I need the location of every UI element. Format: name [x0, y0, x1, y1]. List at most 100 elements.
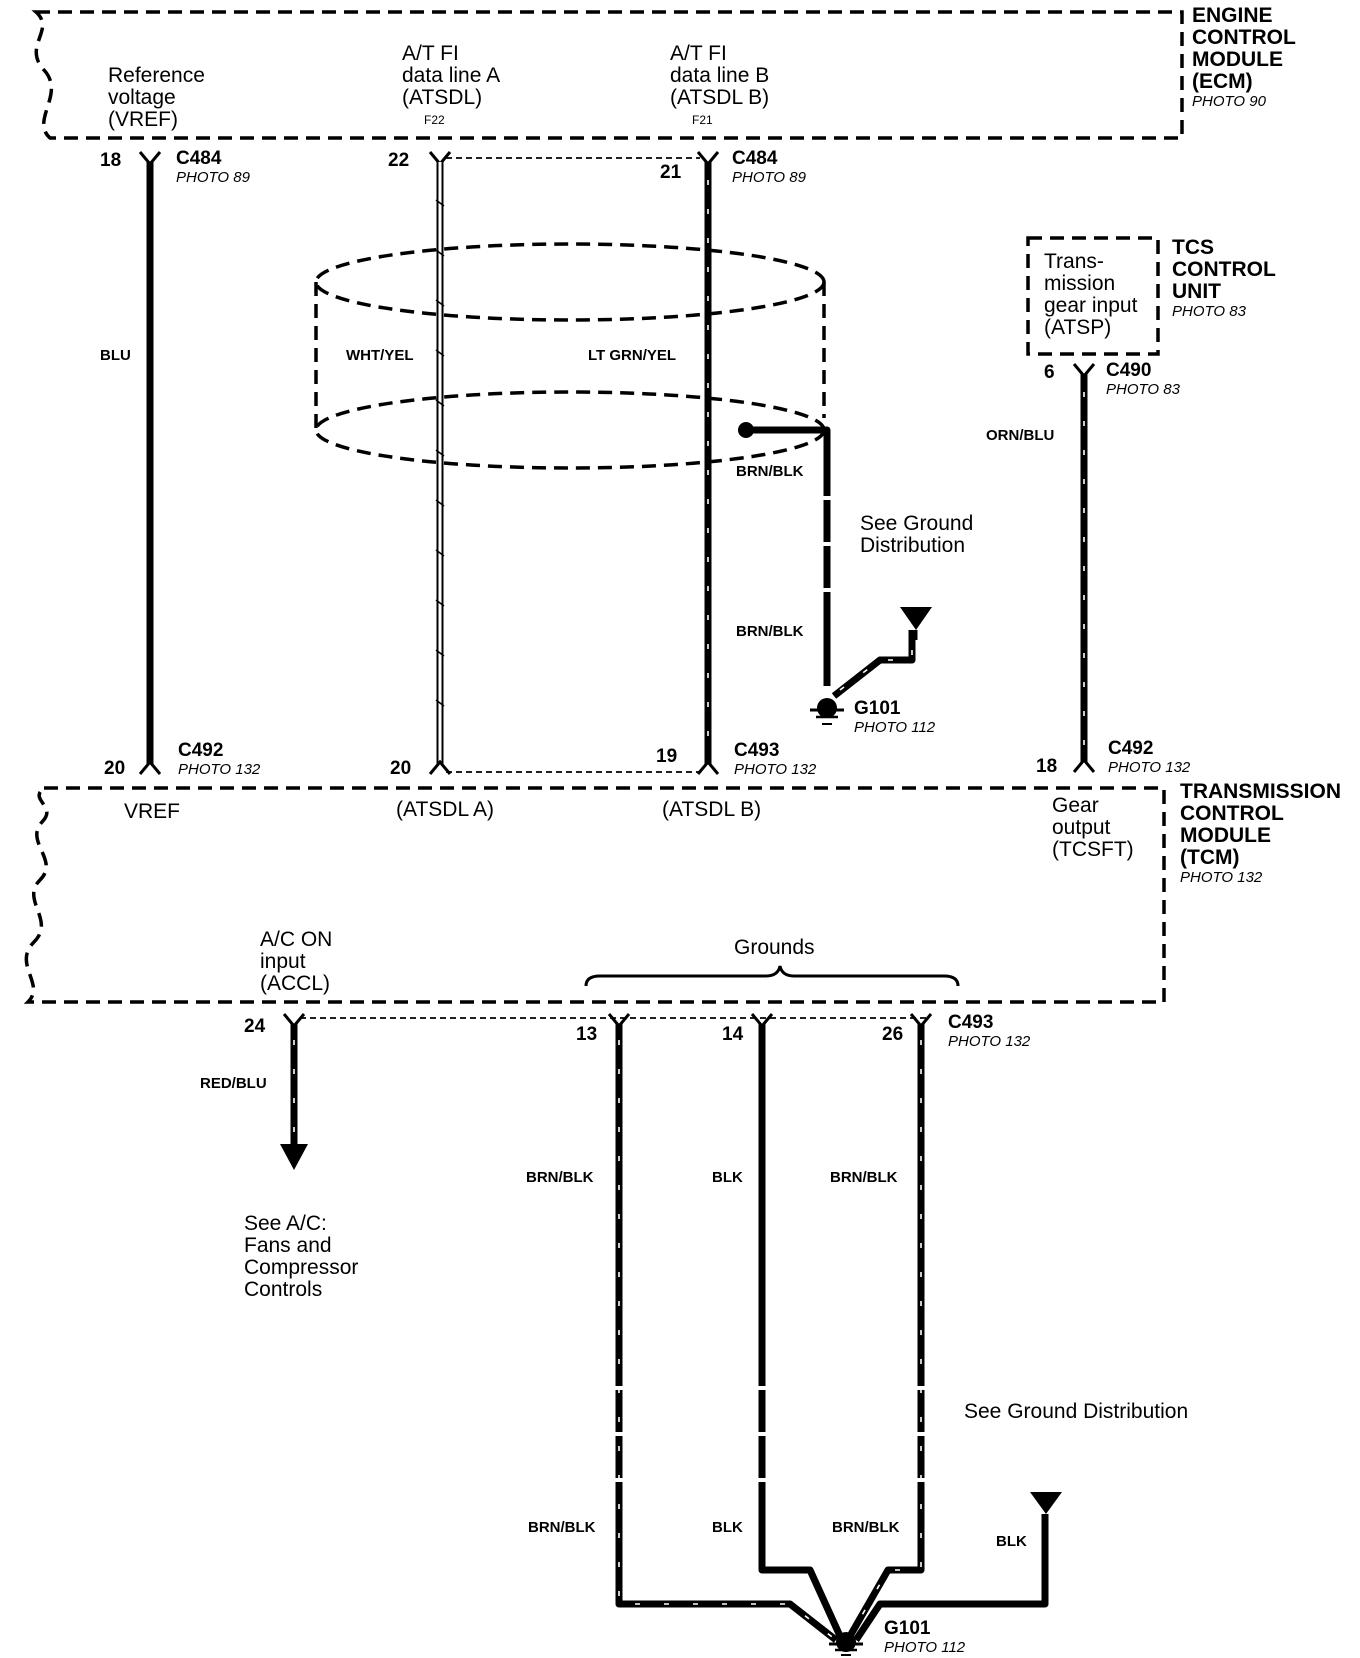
ecm-title-line: CONTROL: [1192, 26, 1296, 49]
wire-gear-orn-blu: 6 C490 PHOTO 83 ORN/BLU: [986, 360, 1181, 773]
terminal: [1072, 757, 1096, 773]
ecm-title-line: MODULE: [1192, 48, 1283, 71]
connector-name: C484: [732, 148, 778, 169]
tcm-photo: PHOTO 132: [1180, 869, 1263, 886]
wire-color-label: WHT/YEL: [346, 347, 414, 364]
tcm-gear-output-label: Gear output (TCSFT): [1052, 794, 1134, 861]
wire-shield-ground-brn-blk: BRN/BLK BRN/BLK See Ground Distribution: [736, 426, 979, 699]
tcs-control-unit: Trans- mission gear input (ATSP) TCS CON…: [1026, 236, 1276, 356]
connector-name: C493: [948, 1012, 993, 1033]
label-line: Compressor: [244, 1256, 358, 1279]
ecm-vref-label: Reference voltage (VREF): [108, 64, 211, 131]
tcm-acc-input-label: A/C ON input (ACCL): [260, 928, 338, 995]
label-line: A/C ON: [260, 928, 332, 951]
connector-c484: 18 C484 PHOTO 89 22 21 C484 PHOTO 89: [100, 148, 807, 186]
connector-photo: PHOTO 132: [1108, 759, 1191, 776]
label-line: A/T FI: [670, 42, 727, 65]
connector-name: C492: [1108, 738, 1153, 759]
pin-number: 6: [1044, 362, 1055, 383]
wire-ground-antenna-blk: BLK: [853, 1492, 1062, 1642]
wire-color-label: BLK: [712, 1519, 743, 1536]
tcm-atsdl-b-label: (ATSDL B): [662, 798, 761, 821]
wire-color-label: BRN/BLK: [830, 1169, 898, 1186]
connector-photo: PHOTO 132: [734, 761, 817, 778]
connector-c493-lower: 24 13 14 26 C493 PHOTO 132: [244, 1012, 1031, 1050]
shield-drain-dot: [738, 422, 754, 438]
wire-color-label: BRN/BLK: [832, 1519, 900, 1536]
pin-number: 13: [576, 1024, 597, 1045]
wire-color-label: LT GRN/YEL: [588, 347, 676, 364]
ecm-title: ENGINE CONTROL MODULE (ECM): [1192, 4, 1301, 93]
label-line: See Ground: [860, 512, 973, 535]
wire-color-label: ORN/BLU: [986, 427, 1054, 444]
connector-photo: PHOTO 132: [178, 761, 261, 778]
wire-acc-red-blu: RED/BLU See A/C: Fans and Compressor Con…: [200, 1013, 364, 1301]
label-line: Trans-: [1044, 250, 1104, 273]
wire-color-label: BRN/BLK: [526, 1169, 594, 1186]
atsdl-a-code: F22: [424, 113, 445, 127]
grounds-bracket: [584, 965, 960, 987]
tcm-title-line: MODULE: [1180, 824, 1271, 847]
label-line: gear input: [1044, 294, 1138, 317]
tcm-module: TRANSMISSION CONTROL MODULE (TCM) PHOTO …: [23, 780, 1341, 1004]
label-line: Controls: [244, 1278, 322, 1301]
pin-number: 14: [722, 1024, 744, 1045]
tcs-title-line: CONTROL: [1172, 258, 1276, 281]
pin-number: 20: [390, 758, 411, 779]
wire-atsdl-a-wht-yel: WHT/YEL: [346, 151, 452, 775]
label-line: Reference: [108, 64, 205, 87]
pin-number: 18: [100, 150, 121, 171]
label-line: Fans and: [244, 1234, 332, 1257]
connector-c492-c493: 20 C492 PHOTO 132 20 19 C493 PHOTO 132 1…: [104, 738, 1191, 779]
wire-ground-26-brn-blk: BRN/BLK BRN/BLK: [830, 1013, 933, 1638]
terminal: [428, 759, 452, 775]
wire-color-label: BRN/BLK: [736, 463, 804, 480]
wire-vref-blu: BLU: [100, 151, 162, 775]
label-line: data line A: [402, 64, 500, 87]
wire-color-label: BLK: [712, 1169, 743, 1186]
tcm-atsdl-a-label: (ATSDL A): [396, 798, 494, 821]
tcm-title-line: TRANSMISSION: [1180, 780, 1341, 803]
pin-number: 21: [660, 162, 682, 183]
label-line: See A/C:: [244, 1212, 327, 1235]
wire-stripe: [435, 199, 445, 707]
label-line: mission: [1044, 272, 1115, 295]
pin-number: 24: [244, 1016, 266, 1037]
connector-photo: PHOTO 89: [176, 169, 251, 186]
label-line: (VREF): [108, 108, 178, 131]
tcm-grounds-label: Grounds: [734, 936, 815, 959]
label-line: A/T FI: [402, 42, 459, 65]
tcs-input-label: Trans- mission gear input (ATSP): [1044, 250, 1143, 339]
pin-number: 22: [388, 150, 409, 171]
pin-number: 18: [1036, 756, 1057, 777]
ecm-title-line: ENGINE: [1192, 4, 1273, 27]
connector-photo: PHOTO 132: [948, 1033, 1031, 1050]
ground-note-lower: See Ground Distribution: [964, 1400, 1188, 1423]
ecm-atsdl-a-label: A/T FI data line A (ATSDL): [402, 42, 505, 109]
wire-ground-14-blk: BLK BLK: [712, 1013, 844, 1638]
ground-symbol-icon: [829, 1632, 863, 1656]
wire-color-label: BRN/BLK: [736, 623, 804, 640]
ground-photo: PHOTO 112: [854, 719, 936, 736]
connector-name: C484: [176, 148, 222, 169]
tcm-title-line: CONTROL: [1180, 802, 1284, 825]
ground-name: G101: [884, 1618, 931, 1639]
wire-color-label: BRN/BLK: [528, 1519, 596, 1536]
label-line: (ATSP): [1044, 316, 1111, 339]
ecm-atsdl-b-label: A/T FI data line B (ATSDL B): [670, 42, 775, 109]
wire-ground-13-brn-blk: BRN/BLK BRN/BLK: [526, 1013, 839, 1643]
tcm-title-line: (TCM): [1180, 846, 1239, 869]
connector-name: C492: [178, 740, 223, 761]
tcm-vref-label: VREF: [124, 800, 180, 823]
tcs-title-line: UNIT: [1172, 280, 1221, 303]
ac-reference-note: See A/C: Fans and Compressor Controls: [244, 1212, 364, 1301]
antenna-ground-icon: [1030, 1492, 1062, 1514]
label-line: Distribution: [860, 534, 965, 557]
atsdl-b-code: F21: [692, 113, 713, 127]
ground-photo: PHOTO 112: [884, 1639, 966, 1656]
wire-color-label: RED/BLU: [200, 1075, 267, 1092]
terminal: [696, 759, 720, 775]
ground-note-upper: See Ground Distribution: [860, 512, 979, 557]
label-line: input: [260, 950, 306, 973]
